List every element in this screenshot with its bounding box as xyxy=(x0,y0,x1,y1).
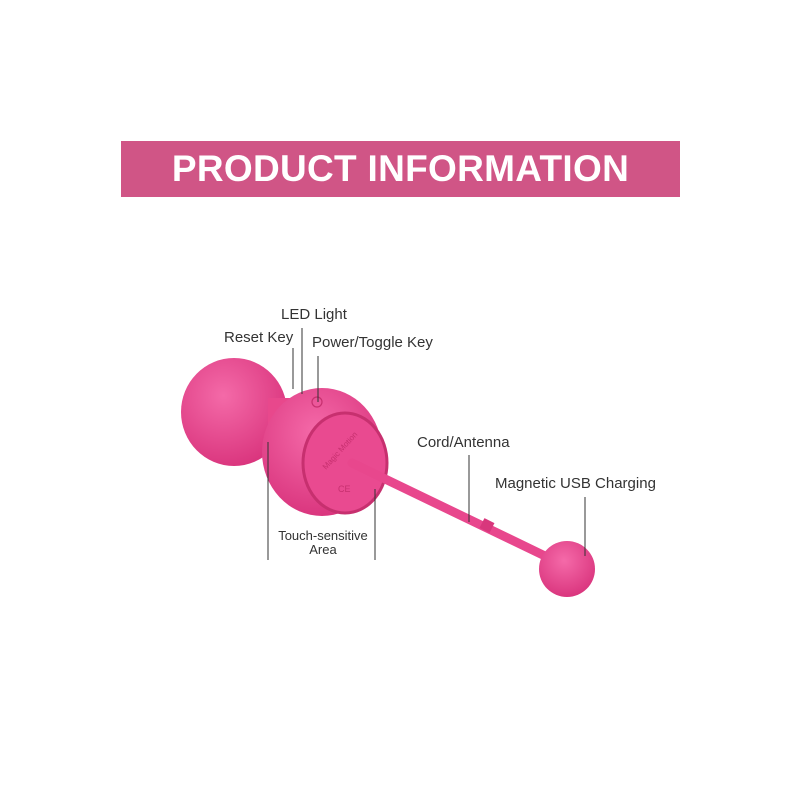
page-title: PRODUCT INFORMATION xyxy=(171,148,630,189)
label-magnetic-usb-charging: Magnetic USB Charging xyxy=(495,475,656,492)
label-touch-sensitive-area: Touch-sensitive Area xyxy=(268,529,378,557)
label-touch-sensitive-line1: Touch-sensitive xyxy=(278,528,368,543)
label-reset-key: Reset Key xyxy=(224,329,294,346)
rear-ball xyxy=(181,358,287,466)
charging-ball xyxy=(539,541,595,597)
touch-sensitive-area xyxy=(301,411,389,515)
label-touch-sensitive-line2: Area xyxy=(309,542,337,557)
power-button xyxy=(311,396,323,408)
label-led-light: LED Light xyxy=(281,306,347,323)
callout-lines xyxy=(267,328,586,560)
title-banner: PRODUCT INFORMATION xyxy=(121,141,680,197)
cord-antenna xyxy=(347,458,550,561)
ce-mark: CE xyxy=(338,484,351,494)
label-power-toggle-key: Power/Toggle Key xyxy=(312,334,433,351)
product-illustration: Magic Motion CE xyxy=(181,358,595,597)
label-cord-antenna: Cord/Antenna xyxy=(417,434,510,451)
